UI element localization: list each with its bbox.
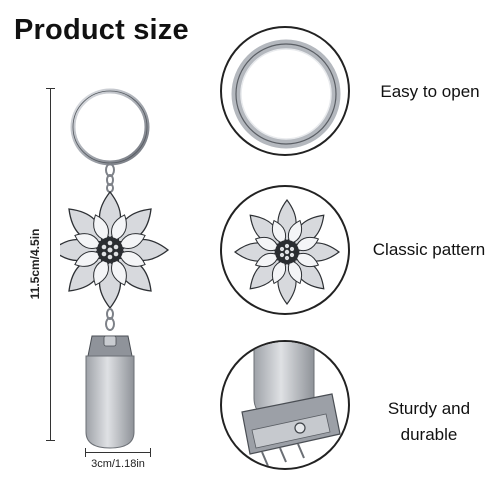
height-dimension-line <box>50 88 51 440</box>
flower-pendant <box>60 190 170 310</box>
height-dimension-label: 11.5cm/4.5in <box>28 228 42 300</box>
width-dimension-cap-left <box>85 448 86 457</box>
chain-links <box>105 163 115 193</box>
ring-closeup-icon <box>231 39 341 149</box>
feature-caption-easy-open: Easy to open <box>380 82 480 101</box>
width-dimension-line <box>85 452 151 453</box>
feature-circle-clip <box>220 340 350 470</box>
page-title: Product size <box>14 14 189 46</box>
flower-closeup-icon <box>233 198 341 306</box>
feature-circle-ring <box>220 26 350 156</box>
product-illustration <box>60 88 170 449</box>
height-dimension-cap-bottom <box>46 440 55 441</box>
suspender-clip <box>85 335 135 449</box>
feature-caption-sturdy-durable: Sturdy and durable <box>387 399 471 444</box>
clip-closeup-icon <box>241 342 341 467</box>
width-dimension-cap-right <box>150 448 151 457</box>
feature-circle-flower <box>220 185 350 315</box>
width-dimension-label: 3cm/1.18in <box>91 458 145 470</box>
feature-caption-classic-pattern: Classic pattern <box>372 240 486 259</box>
height-dimension-cap-top <box>46 88 55 89</box>
